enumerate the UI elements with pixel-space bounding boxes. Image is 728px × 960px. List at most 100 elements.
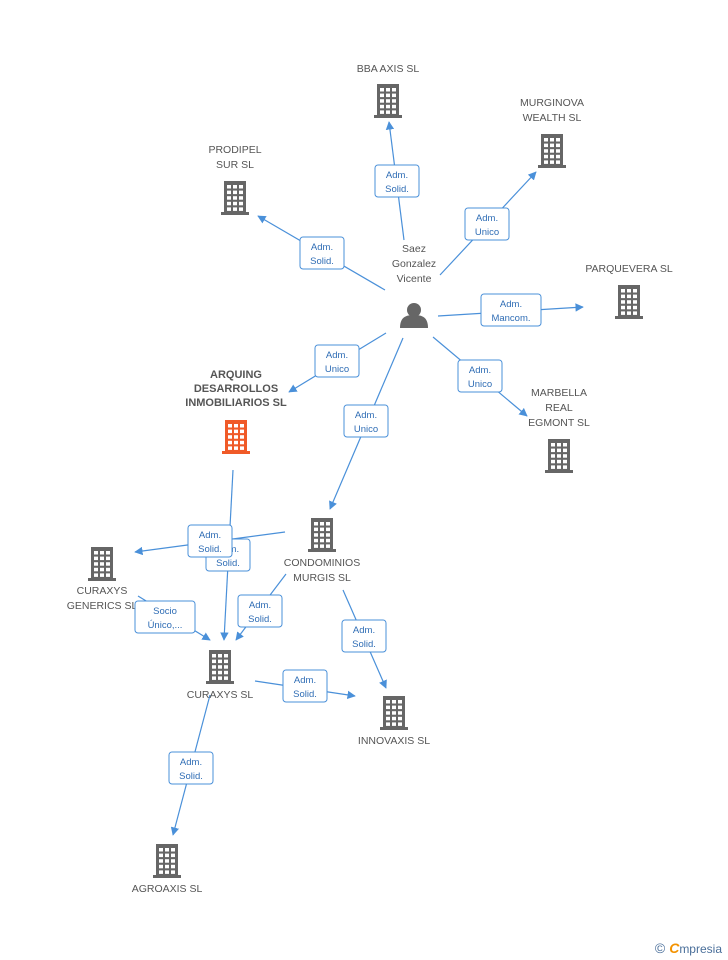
building-icon — [545, 439, 573, 473]
edge-label-text: Adm. — [469, 365, 491, 376]
edge-label-text: Unico — [475, 227, 499, 238]
building-icon — [221, 181, 249, 215]
building-icon — [222, 420, 250, 454]
node-label-curaxys: CURAXYS SL — [187, 689, 254, 701]
node-label-person: Vicente — [397, 273, 432, 285]
edge-label-person-bba[interactable]: Adm.Solid. — [374, 164, 420, 198]
edge-label-condominios-curaxysgen[interactable]: Adm. Solid. — [187, 524, 233, 558]
copyright-symbol: © — [654, 940, 666, 956]
edge-label-text: Solid. — [198, 544, 222, 555]
edge-label-text: Adm. — [199, 530, 221, 541]
node-label-arquing: ARQUING — [210, 369, 262, 381]
edge-label-text: Unico — [354, 424, 378, 435]
edge-label-box — [341, 619, 387, 653]
building-icon — [88, 547, 116, 581]
edge-label-box — [314, 344, 360, 378]
node-label-marbella: EGMONT SL — [528, 417, 590, 429]
node-curaxysgen[interactable]: CURAXYS GENERICS SL — [67, 547, 138, 612]
edge-label-condominios-curaxys[interactable]: Adm. Solid. — [237, 594, 283, 628]
edge-label-text: Mancom. — [491, 313, 530, 324]
person-icon — [400, 303, 428, 328]
node-innovaxis[interactable]: INNOVAXIS SL — [358, 696, 430, 747]
edge-label-box — [464, 207, 510, 241]
edge-label-text: Adm. — [353, 625, 375, 636]
edge-label-person-arquing[interactable]: Adm. Unico — [314, 344, 360, 378]
edge-label-text: Solid. — [248, 614, 272, 625]
node-agroaxis[interactable]: AGROAXIS SL — [132, 844, 203, 895]
node-label-innovaxis: INNOVAXIS SL — [358, 735, 430, 747]
edge-label-person-marbella[interactable]: Adm. Unico — [457, 359, 503, 393]
node-label-condominios: MURGIS SL — [293, 572, 351, 584]
edge-label-text: Solid. — [352, 639, 376, 650]
edge-label-box — [480, 293, 542, 327]
building-icon — [380, 696, 408, 730]
edge-label-text: Unico — [468, 379, 492, 390]
brand-name: mpresia — [679, 942, 722, 956]
node-bba[interactable]: BBA AXIS SL — [357, 63, 420, 118]
edge-label-text: Solid. — [179, 771, 203, 782]
edge-label-person-prodipel[interactable]: Adm.Solid. — [299, 236, 345, 270]
building-icon — [153, 844, 181, 878]
node-label-person: Gonzalez — [392, 258, 436, 270]
node-label-marbella: MARBELLA — [531, 387, 587, 399]
node-label-marbella: REAL — [545, 402, 573, 414]
edge-label-person-parquevera[interactable]: Adm. Mancom. — [480, 293, 542, 327]
edge-label-box — [299, 236, 345, 270]
edge-label-box — [168, 751, 214, 785]
node-label-prodipel: PRODIPEL — [208, 144, 261, 156]
edge-label-text: Adm. — [355, 410, 377, 421]
edge-label-text: Adm. — [476, 213, 498, 224]
edges-layer — [134, 121, 584, 836]
node-label-curaxysgen: GENERICS SL — [67, 600, 138, 612]
edge-label-text: Solid. — [216, 558, 240, 569]
node-arquing[interactable]: ARQUING DESARROLLOS INMOBILIARIOS SL — [185, 369, 287, 454]
edge-label-box — [343, 404, 389, 438]
building-icon — [206, 650, 234, 684]
edge-label-text: Adm. — [294, 675, 316, 686]
node-label-murginova: WEALTH SL — [523, 112, 582, 124]
node-parquevera[interactable]: PARQUEVERA SL — [585, 263, 673, 319]
edge-label-text: Solid. — [310, 256, 334, 267]
edge-label-text: Único,... — [148, 620, 183, 631]
edge-label-person-murginova[interactable]: Adm. Unico — [464, 207, 510, 241]
node-label-parquevera: PARQUEVERA SL — [585, 263, 672, 275]
building-icon — [538, 134, 566, 168]
edge-label-text: Adm. — [180, 757, 202, 768]
empresia-logo[interactable]: © Cmpresia — [655, 940, 722, 956]
node-label-agroaxis: AGROAXIS SL — [132, 883, 203, 895]
edge-label-box — [134, 600, 196, 634]
node-label-arquing: INMOBILIARIOS SL — [185, 397, 287, 409]
edge-label-curaxys-agroaxis[interactable]: Adm. Solid. — [168, 751, 214, 785]
edge-label-box — [282, 669, 328, 703]
edge-label-person-condominios[interactable]: Adm. Unico — [343, 404, 389, 438]
building-icon — [374, 84, 402, 118]
node-label-condominios: CONDOMINIOS — [284, 557, 360, 569]
edge-label-text: Adm. — [500, 299, 522, 310]
edge-label-text: Adm. — [249, 600, 271, 611]
node-condominios[interactable]: CONDOMINIOS MURGIS SL — [284, 518, 360, 584]
node-marbella[interactable]: MARBELLA REAL EGMONT SL — [528, 387, 590, 473]
edge-label-text: Adm. — [386, 170, 408, 181]
node-label-person: Saez — [402, 243, 426, 255]
edge-label-condominios-innovaxis[interactable]: Adm. Solid. — [341, 619, 387, 653]
node-label-bba: BBA AXIS SL — [357, 63, 420, 75]
edge-label-text: Unico — [325, 364, 349, 375]
building-icon — [308, 518, 336, 552]
building-icon — [615, 285, 643, 319]
edge-label-text: Solid. — [293, 689, 317, 700]
node-label-curaxysgen: CURAXYS — [77, 585, 128, 597]
edge-label-box — [374, 164, 420, 198]
node-curaxys[interactable]: CURAXYS SL — [187, 650, 254, 701]
edge-label-text: Adm. — [326, 350, 348, 361]
node-label-prodipel: SUR SL — [216, 159, 254, 171]
edge-label-curaxysgen-curaxys[interactable]: SocioÚnico,... — [134, 600, 196, 634]
edge-label-box — [457, 359, 503, 393]
brand-initial: C — [669, 940, 680, 956]
node-label-arquing: DESARROLLOS — [194, 383, 278, 395]
edge-label-curaxys-innovaxis[interactable]: Adm. Solid. — [282, 669, 328, 703]
node-prodipel[interactable]: PRODIPEL SUR SL — [208, 144, 262, 215]
